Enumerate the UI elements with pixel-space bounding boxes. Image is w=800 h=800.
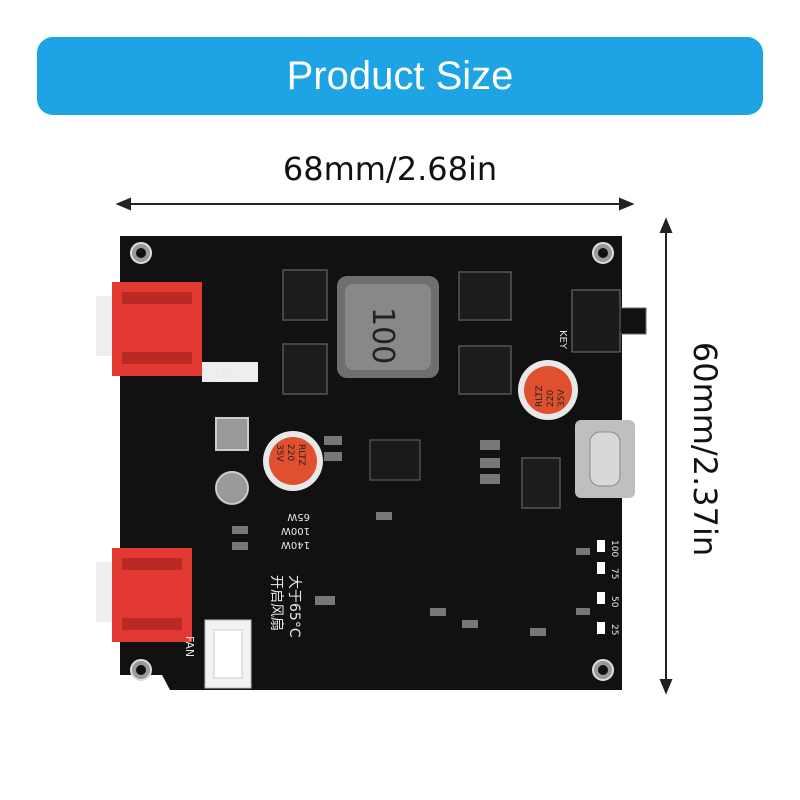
led-level-100: 100 bbox=[609, 540, 619, 557]
cap-left-line3: 35V bbox=[274, 444, 284, 462]
width-arrow bbox=[115, 197, 635, 211]
cap-right-line1: RLTZ bbox=[535, 385, 545, 407]
power-terminal bbox=[215, 417, 249, 451]
height-arrow bbox=[659, 217, 673, 695]
pcb-board bbox=[96, 236, 647, 690]
fuse bbox=[202, 362, 258, 382]
led-level-25: 25 bbox=[609, 624, 619, 635]
red-connector-top bbox=[96, 282, 202, 376]
push-key bbox=[571, 289, 647, 353]
banner-title: Product Size bbox=[286, 53, 514, 98]
power-option-100w: 100W bbox=[281, 525, 310, 536]
key-label: KEY bbox=[557, 330, 568, 350]
fuse-label: 12A bbox=[214, 369, 234, 380]
usb-c-port bbox=[575, 420, 635, 498]
capacitor-right bbox=[518, 360, 578, 420]
cap-right-line3: 35V bbox=[557, 389, 567, 407]
mosfets bbox=[282, 269, 561, 509]
fan-note-line2: 开启风扇 bbox=[268, 575, 284, 631]
power-option-140w: 140W bbox=[281, 539, 310, 550]
level-leds bbox=[597, 540, 605, 634]
controller-chip bbox=[369, 439, 421, 481]
cap-right-line2: 220 bbox=[546, 390, 556, 407]
cap-left-line1: RLTZ bbox=[296, 444, 306, 466]
power-option-65w: 65W bbox=[287, 511, 310, 522]
title-banner: Product Size bbox=[37, 37, 763, 115]
led-level-75: 75 bbox=[609, 568, 619, 579]
power-terminal bbox=[215, 471, 249, 505]
width-dimension-label: 68mm/2.68in bbox=[282, 150, 498, 188]
fan-label: FAN bbox=[183, 636, 196, 657]
fan-note-line1: 大于65°C bbox=[286, 575, 302, 638]
red-connector-bottom bbox=[96, 548, 192, 642]
inductor-marking: 100 bbox=[365, 307, 400, 364]
fan-connector bbox=[204, 619, 252, 689]
cap-left-line2: 220 bbox=[285, 444, 295, 461]
capacitor-left bbox=[263, 431, 323, 491]
inductor bbox=[337, 276, 439, 378]
led-level-50: 50 bbox=[609, 596, 619, 608]
